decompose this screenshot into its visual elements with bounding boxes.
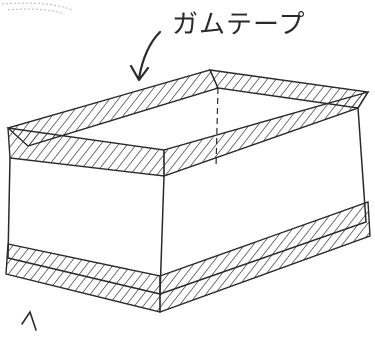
tape-side-bottom bbox=[160, 202, 370, 312]
tape-front-bottom bbox=[6, 244, 160, 312]
corner-mark bbox=[22, 312, 36, 330]
tape-label: ガムテープ bbox=[172, 4, 305, 41]
corner-doodle bbox=[2, 3, 72, 14]
tape-front-rim bbox=[8, 128, 164, 176]
tape-right-rim bbox=[164, 92, 368, 176]
arrow-line bbox=[139, 32, 160, 78]
